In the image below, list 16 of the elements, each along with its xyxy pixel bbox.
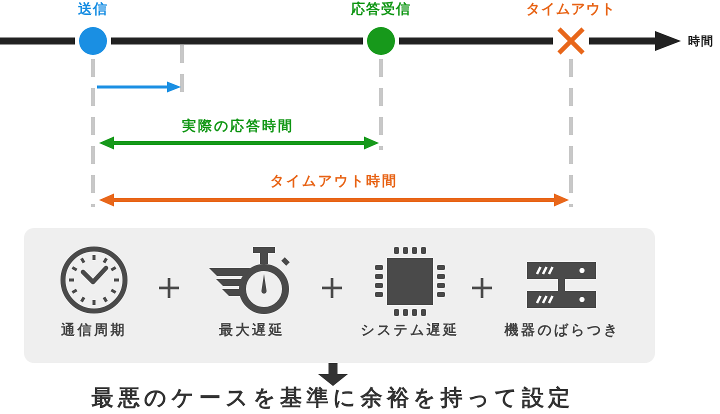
panel xyxy=(24,228,655,363)
event-label: 応答受信 xyxy=(351,0,411,20)
arrow xyxy=(318,363,348,386)
factor-label: 最大遅延 xyxy=(219,322,285,340)
axis-label: 時間 xyxy=(688,33,714,49)
plus-sign: + xyxy=(468,271,496,303)
plus-sign: + xyxy=(318,271,346,303)
event-label: タイムアウト xyxy=(526,0,616,20)
factor-label: システム遅延 xyxy=(360,322,460,340)
dimension-label: タイムアウト時間 xyxy=(270,172,398,192)
plus-sign: + xyxy=(156,271,182,303)
conclusion-text: 最悪のケースを基準に余裕を持って設定 xyxy=(91,386,575,412)
event-label: 送信 xyxy=(78,0,108,20)
factor-label: 機器のばらつき xyxy=(504,322,620,340)
factor-label: 通信周期 xyxy=(61,322,127,340)
dimension-label: 実際の応答時間 xyxy=(182,118,294,136)
